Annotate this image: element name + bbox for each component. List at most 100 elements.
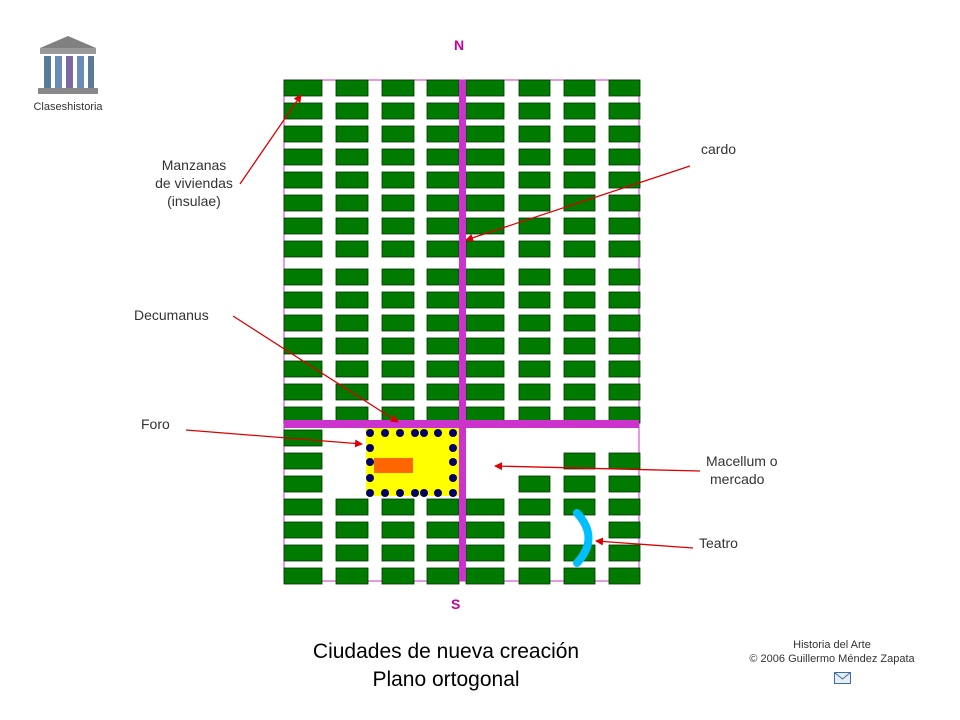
insula-block [563,148,596,166]
forum-column [366,489,374,497]
insulae-label-line: de viviendas [155,175,233,191]
insula-block [518,171,551,189]
insula-block [335,291,369,309]
insula-block [518,268,551,286]
insula-block [426,171,460,189]
insula-block [465,521,505,539]
forum-column [396,429,404,437]
insula-block [426,383,460,401]
insula-block [335,194,369,212]
forum-column [434,429,442,437]
insula-block [608,79,641,97]
insula-block [465,314,505,332]
insula-block [608,475,641,493]
insula-block [608,125,641,143]
credit-line-2: © 2006 Guillermo Méndez Zapata [749,653,915,665]
insula-block [608,240,641,258]
forum-column [434,489,442,497]
insula-block [465,567,505,585]
credit: Historia del Arte © 2006 Guillermo Ménde… [730,638,934,666]
arrow-to-foro [185,429,363,448]
insula-block [465,125,505,143]
insula-block [426,337,460,355]
insula-block [283,79,323,97]
insula-block [335,498,369,516]
insula-block [426,521,460,539]
north-label: N [454,37,465,53]
insula-block [518,337,551,355]
insula-block [426,498,460,516]
insula-block [563,452,596,470]
insula-block [518,79,551,97]
insula-block [335,268,369,286]
macellum-label: Macellum o mercado [706,452,778,488]
insula-block [381,291,415,309]
insula-block [518,148,551,166]
insula-block [381,383,415,401]
insula-block [381,360,415,378]
insula-block [426,544,460,562]
insula-block [335,217,369,235]
arrow-to-teatro [595,537,694,549]
insula-block [465,79,505,97]
insula-block [563,337,596,355]
greek-temple-icon [38,36,98,94]
insula-block [465,291,505,309]
insula-block [608,544,641,562]
insula-block [608,194,641,212]
insulae-label: Manzanas de viviendas (insulae) [138,156,250,210]
insula-block [283,148,323,166]
insula-block [465,383,505,401]
insula-block [335,360,369,378]
slide-title: Ciudades de nueva creación Plano ortogon… [250,638,642,694]
insula-block [563,383,596,401]
insula-block [426,102,460,120]
insula-block [608,314,641,332]
insula-block [465,171,505,189]
insula-block [608,360,641,378]
insula-block [335,544,369,562]
insula-block [563,240,596,258]
insula-block [608,268,641,286]
insula-block [335,337,369,355]
insula-block [381,544,415,562]
insula-block [518,498,551,516]
title-line-2: Plano ortogonal [372,668,520,691]
insula-block [283,171,323,189]
insula-block [283,383,323,401]
insula-block [283,314,323,332]
insula-block [563,314,596,332]
insula-block [518,314,551,332]
forum-column [449,444,457,452]
title-line-1: Ciudades de nueva creación [312,640,580,663]
insula-block [426,79,460,97]
insula-block [283,498,323,516]
insula-block [518,475,551,493]
forum-column [449,429,457,437]
insula-block [426,291,460,309]
insula-block [335,79,369,97]
insula-block [465,194,505,212]
cardo-street [459,80,466,581]
insula-block [335,148,369,166]
insula-block [381,125,415,143]
foro-label: Foro [141,416,170,432]
insula-block [465,217,505,235]
insula-block [335,102,369,120]
insula-block [381,498,415,516]
mail-icon[interactable] [834,672,851,684]
macellum-label-line: Macellum o [706,453,778,469]
insula-block [608,337,641,355]
forum-column [411,489,419,497]
insula-block [283,194,323,212]
insula-block [381,148,415,166]
macellum-label-line: mercado [710,471,765,487]
insula-block [563,79,596,97]
insula-block [335,240,369,258]
credit-line-1: Historia del Arte [793,639,871,651]
logo-caption: Claseshistoria [33,101,103,113]
insula-block [426,125,460,143]
insula-block [465,544,505,562]
insula-block [563,360,596,378]
